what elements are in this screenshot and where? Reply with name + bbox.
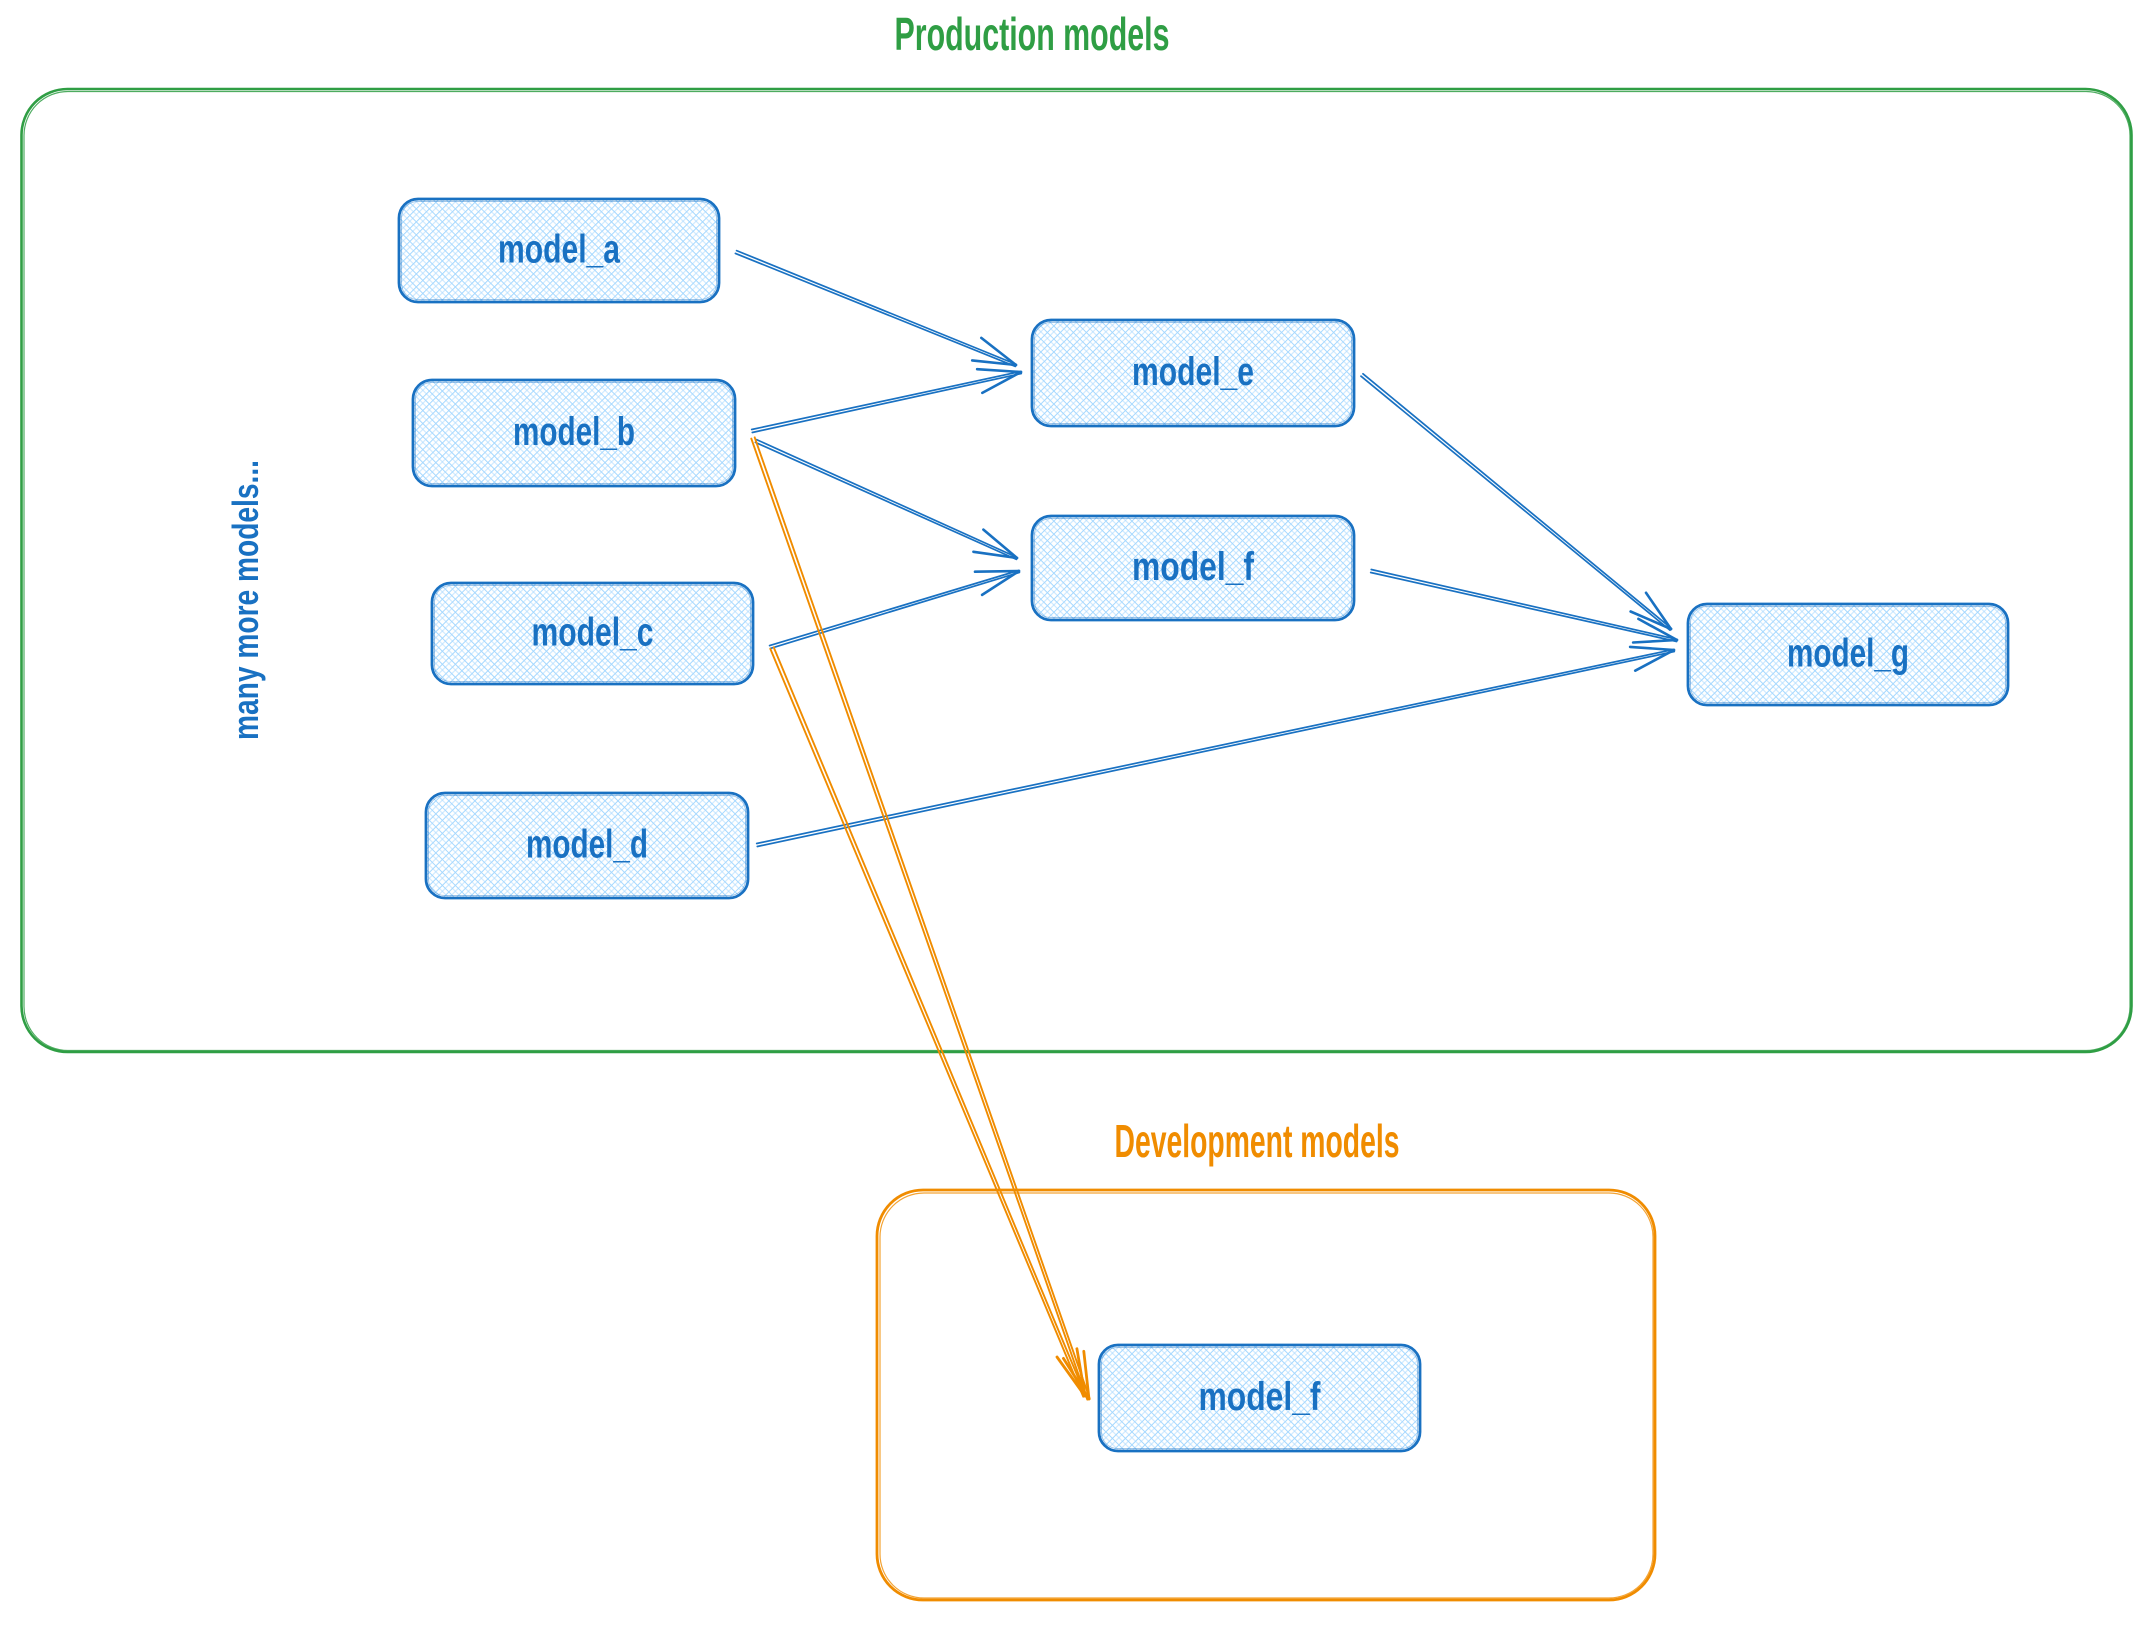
- svg-text:model_g: model_g: [1787, 632, 1909, 676]
- svg-text:model_e: model_e: [1132, 350, 1254, 394]
- svg-text:model_c: model_c: [532, 611, 654, 655]
- svg-text:model_b: model_b: [513, 410, 635, 454]
- svg-text:model_a: model_a: [498, 228, 621, 272]
- svg-text:model_d: model_d: [526, 823, 648, 867]
- svg-text:Production models: Production models: [895, 8, 1170, 60]
- svg-text:many more models...: many more models...: [225, 460, 266, 740]
- svg-text:model_f: model_f: [1132, 545, 1255, 589]
- svg-text:Development models: Development models: [1115, 1115, 1400, 1167]
- svg-text:model_f: model_f: [1199, 1375, 1322, 1419]
